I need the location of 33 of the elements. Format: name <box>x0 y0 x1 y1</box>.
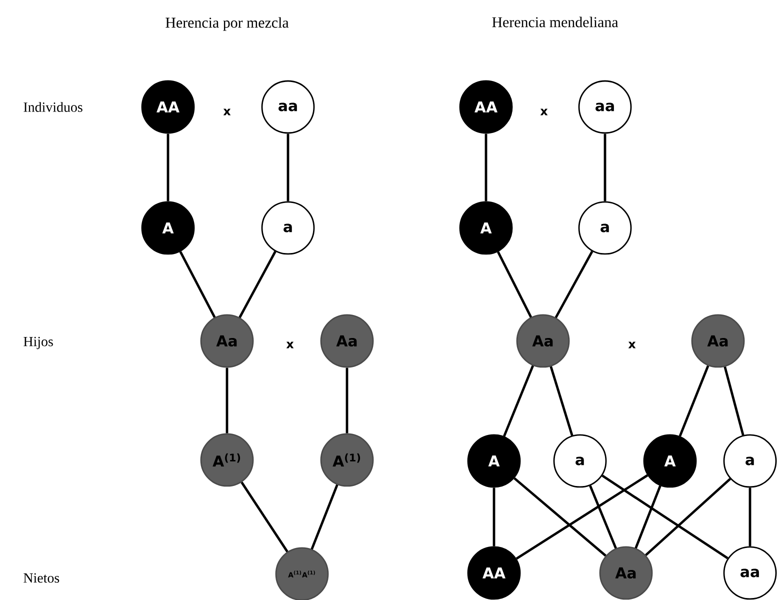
connecting-line <box>492 488 496 546</box>
connecting-line <box>179 251 216 318</box>
connecting-line <box>516 474 648 560</box>
panel-title: Herencia por mezcla <box>166 17 289 31</box>
cross-symbol: x <box>540 108 548 116</box>
connecting-line <box>589 485 617 549</box>
connecting-line <box>240 482 288 552</box>
connecting-line <box>550 366 574 436</box>
connecting-line <box>166 134 170 202</box>
connecting-line <box>634 485 662 549</box>
connecting-line <box>604 134 606 202</box>
connecting-line <box>554 250 594 318</box>
panel-title: Herencia mendeliana <box>492 16 618 28</box>
connecting-line <box>502 365 534 437</box>
cross-symbol: x <box>628 342 636 348</box>
connecting-line <box>678 365 710 437</box>
generation-label: Nietos <box>24 573 60 583</box>
generation-label: Hijos <box>24 336 53 350</box>
connecting-line <box>484 134 488 202</box>
connecting-line <box>238 250 276 318</box>
connecting-line <box>346 368 348 434</box>
connecting-line <box>724 366 744 436</box>
generation-label: Individuos <box>24 102 82 112</box>
cross-symbol: x <box>223 108 231 116</box>
connecting-line <box>226 368 228 434</box>
connecting-line <box>496 251 532 318</box>
connecting-line <box>286 134 290 202</box>
connecting-line <box>645 478 731 556</box>
connecting-line <box>514 477 606 557</box>
connecting-line <box>310 484 338 550</box>
cross-symbol: x <box>286 342 294 348</box>
connecting-line <box>748 488 752 546</box>
connecting-line <box>602 474 728 560</box>
